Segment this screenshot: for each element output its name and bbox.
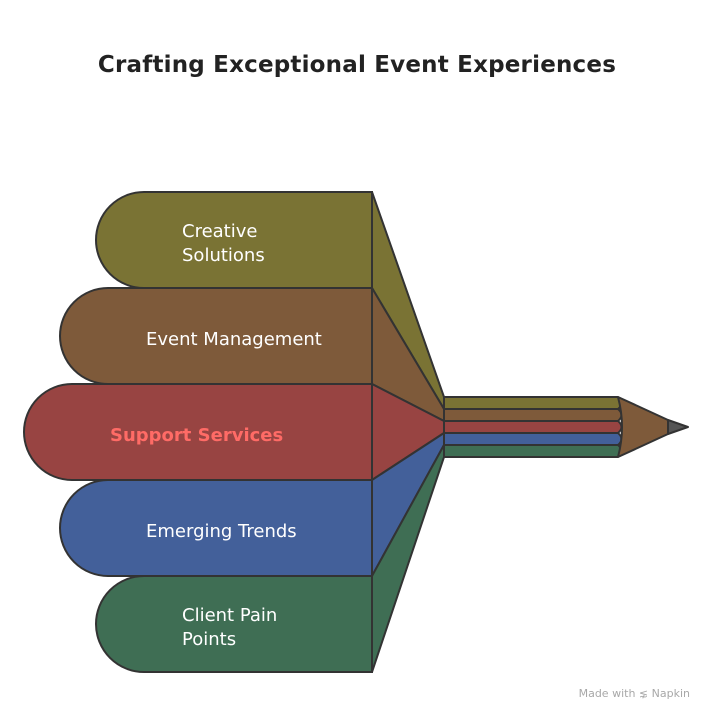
footer-made-with: Made with [578,687,636,700]
label-client-pain-points-line-2: Points [182,629,236,650]
tab-emerging-trends [59,479,373,577]
label-creative-solutions-line-1: Creative [182,221,257,242]
pencil-tip [617,396,669,458]
label-support-services: Support Services [110,425,283,446]
pencil-stripe-5 [443,444,623,458]
napkin-logo-icon: ⋦ [638,687,649,700]
tab-client-pain-points [95,575,373,673]
label-client-pain-points: Client Pain Points [182,605,283,650]
wedges [371,191,445,673]
pencil-lead-icon [667,419,689,435]
label-emerging-trends: Emerging Trends [146,521,297,542]
pencil-stripe-4 [443,432,623,446]
pencil-stripe-3 [443,420,623,434]
pencil-stripe-2 [443,408,623,422]
labels: Creative Solutions Event Management Supp… [110,221,322,650]
label-creative-solutions: Creative Solutions [182,221,265,266]
pencil-body [443,396,689,458]
napkin-watermark: Made with ⋦ Napkin [579,687,690,700]
diagram-title: Crafting Exceptional Event Experiences [97,52,617,78]
pencil-stripe-1 [443,396,623,410]
label-creative-solutions-line-2: Solutions [182,245,265,266]
label-client-pain-points-line-1: Client Pain [182,605,277,626]
footer-brand: Napkin [651,687,690,700]
label-event-management: Event Management [146,329,322,350]
tabs [23,191,373,673]
tab-support-services [23,383,373,481]
